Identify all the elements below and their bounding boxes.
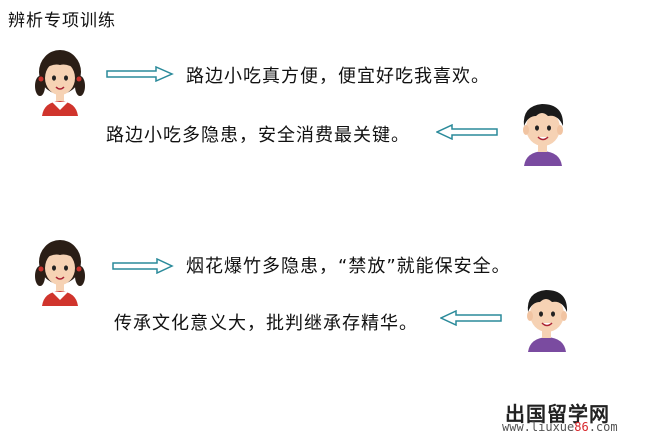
arrow-left-icon	[436, 124, 498, 140]
arrow-left-icon	[440, 310, 502, 326]
arrow-right-icon	[112, 258, 174, 274]
arrow-right-2	[112, 258, 174, 274]
boy-avatar-2	[516, 284, 578, 352]
boy-line-2: 传承文化意义大，批判继承存精华。	[114, 313, 418, 334]
boy-icon	[523, 104, 564, 166]
girl-avatar-1	[32, 46, 88, 116]
boy-line-1: 路边小吃多隐患，安全消费最关键。	[106, 125, 410, 146]
watermark-url: www.liuxue86.com	[502, 420, 618, 434]
arrow-left-1	[436, 124, 498, 140]
watermark-url-prefix: www.liuxue	[502, 420, 575, 434]
arrow-left-2	[440, 310, 502, 326]
girl-line-1: 路边小吃真方便，便宜好吃我喜欢。	[186, 66, 490, 87]
watermark-url-suffix: .com	[588, 420, 618, 434]
arrow-right-1	[106, 66, 174, 82]
girl-icon	[35, 50, 85, 116]
watermark-site-name: 出国留学网	[505, 402, 610, 426]
boy-icon	[527, 290, 568, 352]
girl-avatar-2	[32, 236, 88, 306]
girl-icon	[35, 240, 85, 306]
page-title: 辨析专项训练	[8, 11, 116, 31]
arrow-right-icon	[106, 66, 174, 82]
watermark-url-highlight: 86	[574, 420, 589, 434]
boy-avatar-1	[512, 98, 574, 166]
girl-line-2: 烟花爆竹多隐患，“禁放”就能保安全。	[186, 256, 511, 277]
